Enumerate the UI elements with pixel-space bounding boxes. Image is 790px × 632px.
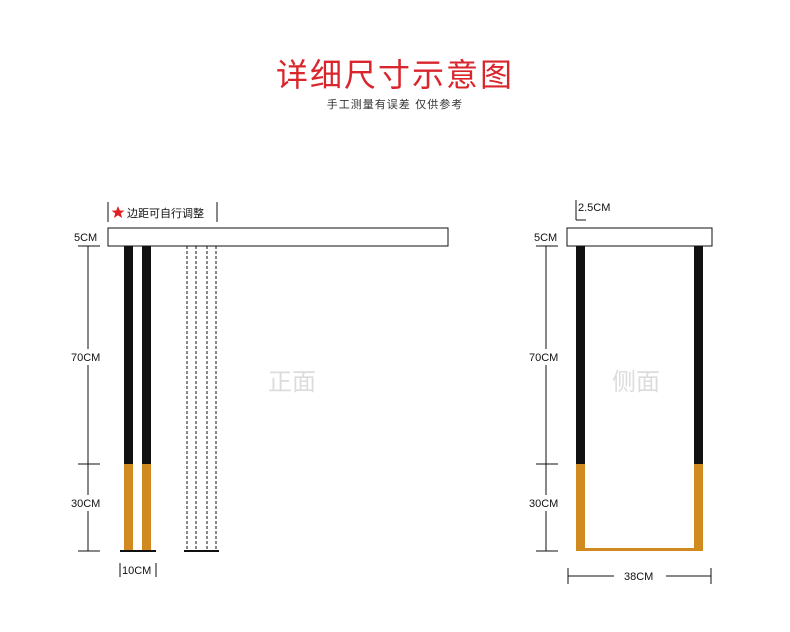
side-dim-bottom: 30CM [529,498,558,510]
front-tabletop [107,227,449,247]
side-leg-1-lower [576,464,585,550]
star-icon [111,206,125,218]
front-leg-1-upper [124,246,133,464]
front-view: 边距可自行调整 5CM 70CM 30CM 10CM 正面 [70,202,449,577]
side-dim-thickness: 2.5CM [578,202,610,214]
side-bottom-bar [576,548,703,551]
front-leg-1-lower [124,464,133,550]
page-subtitle: 手工测量有误差 仅供参考 [326,98,464,111]
page-title: 详细尺寸示意图 [275,56,514,94]
front-dashed-legs [186,246,217,550]
front-dim-top: 5CM [74,232,97,244]
adjust-note: 边距可自行调整 [127,206,204,220]
side-leg-1-upper [576,246,585,464]
front-dim-leg-width: 10CM [122,565,151,577]
front-dim-mid: 70CM [71,352,100,364]
front-leg-2-upper [142,246,151,464]
side-leg-2-lower [694,464,703,550]
side-view-label: 侧面 [612,368,660,396]
side-leg-2-upper [694,246,703,464]
side-dim-mid: 70CM [529,352,558,364]
front-view-label: 正面 [268,368,316,396]
side-dim-top: 5CM [534,232,557,244]
side-dim-width: 38CM [624,571,653,583]
side-view: 2.5CM 5CM 70CM 30CM 38CM 侧面 [528,200,713,584]
front-leg-2-lower [142,464,151,550]
front-dim-bottom: 30CM [71,498,100,510]
side-tabletop [566,227,713,247]
